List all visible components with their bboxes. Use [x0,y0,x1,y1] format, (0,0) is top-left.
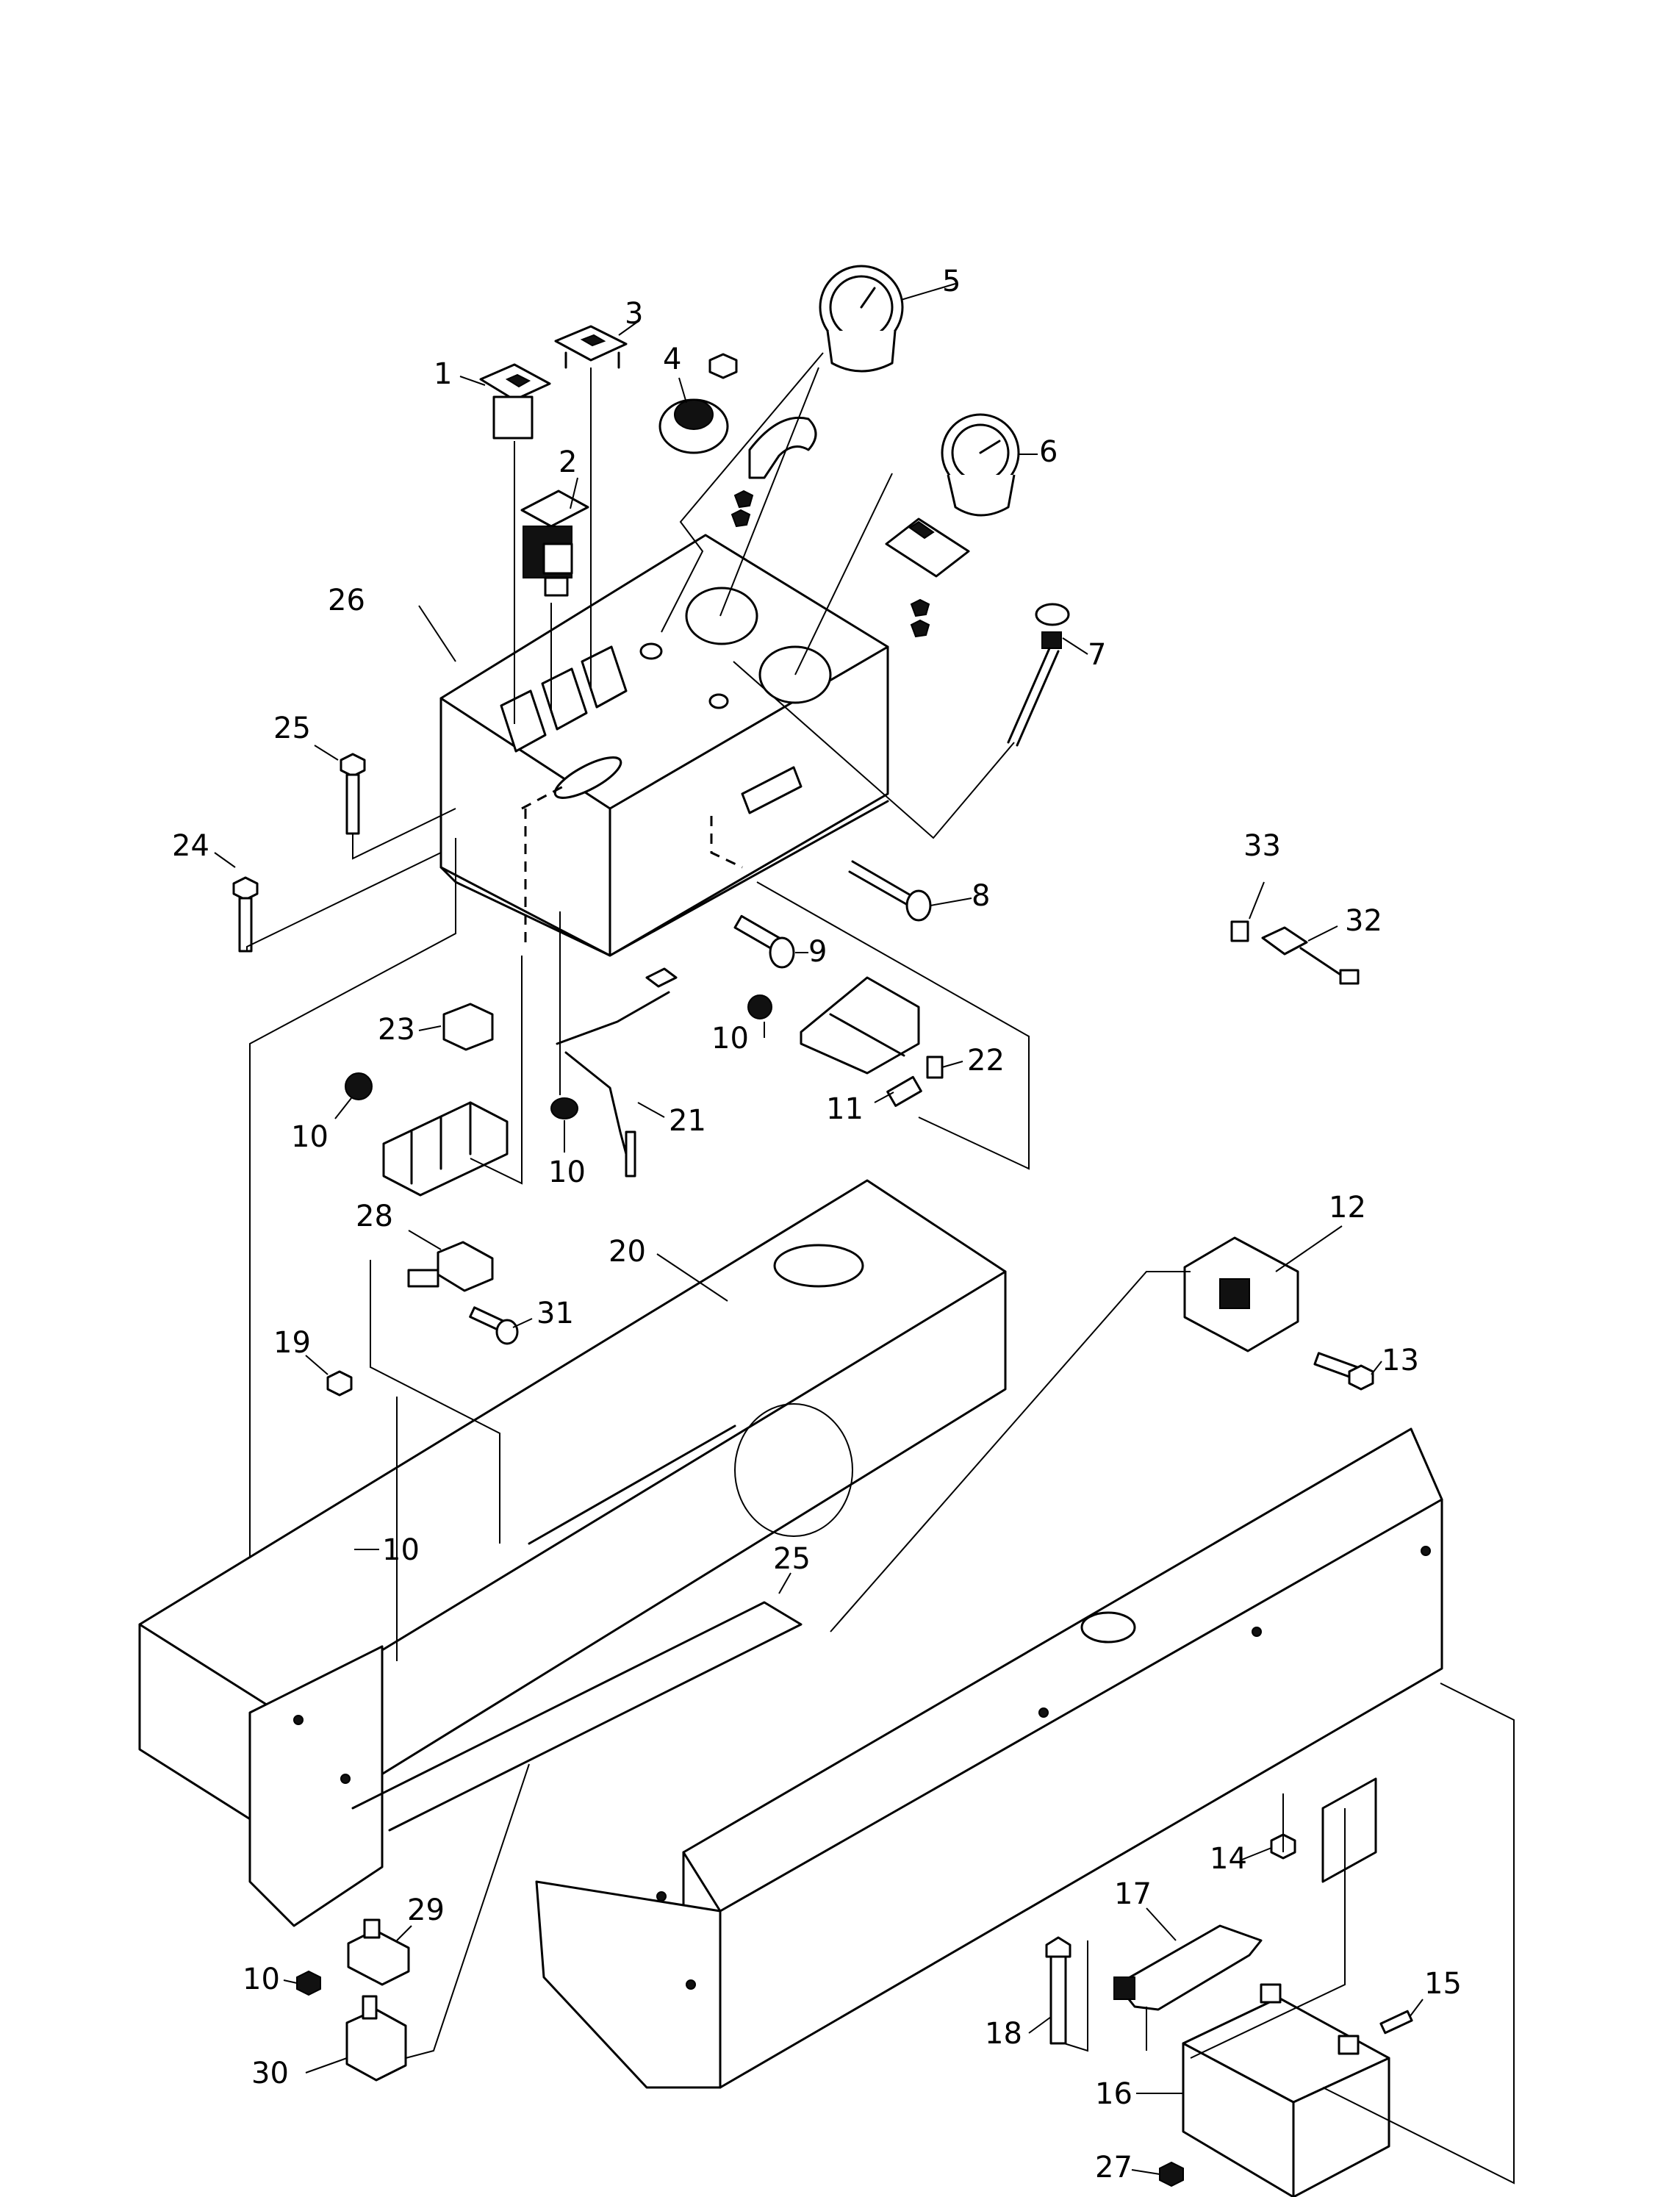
screw-8 [848,860,932,922]
connector-11 [886,1075,922,1107]
screw-31 [469,1306,519,1345]
wire-harness-32 [1261,926,1360,985]
gauge-5 [819,265,904,373]
gauge-6 [885,413,1020,638]
callout-11: 11 [826,1092,864,1126]
nut-10-left [345,1072,373,1100]
callout-10-e: 10 [243,1963,280,1996]
callout-leaders [214,283,1424,2175]
bolt-18 [1045,1936,1071,2045]
callout-33: 33 [1243,829,1281,863]
callout-27: 27 [1095,2151,1132,2185]
callout-6: 6 [1039,435,1058,469]
callout-21: 21 [669,1104,706,1138]
callout-32: 32 [1345,904,1382,938]
callout-19: 19 [273,1326,311,1360]
callout-30: 30 [251,2057,289,2090]
bolt-24 [232,876,259,953]
callout-2: 2 [559,445,577,479]
battery-16 [1182,1983,1390,2197]
nut-10-center [550,1097,578,1119]
callout-23: 23 [378,1013,415,1047]
callout-8: 8 [972,879,990,913]
callout-31: 31 [536,1297,574,1330]
starter-relay-23 [442,1003,494,1051]
callout-7: 7 [1088,638,1106,672]
callout-10-d: 10 [382,1533,420,1567]
callout-10-b: 10 [291,1120,329,1154]
callout-4: 4 [663,343,681,376]
choke-cable-7 [1007,603,1070,747]
callout-labels: 1 2 3 4 5 6 7 8 9 10 10 10 10 10 11 12 1… [172,265,1462,2185]
frame-chassis [138,1179,1443,2089]
callout-3: 3 [625,297,643,331]
switch-29 [347,1918,410,1986]
ignition-module [800,976,920,1075]
rocker-switch-3 [554,325,628,369]
callout-18: 18 [985,2017,1022,2051]
assembly-lines [246,352,1515,2185]
ignition-switch-4 [658,353,817,528]
bracket-17 [1113,1924,1263,2011]
callout-12: 12 [1329,1191,1366,1225]
solenoid-12 [1183,1236,1299,1352]
callout-16: 16 [1095,2077,1132,2111]
callout-13: 13 [1382,1344,1419,1377]
console-cover [439,534,889,957]
nut-27 [1159,2161,1184,2187]
switch-30 [345,1995,407,2082]
throttle-lever-21 [556,967,678,1178]
callout-10-a: 10 [711,1022,749,1056]
callout-10-c: 10 [548,1155,586,1189]
callout-29: 29 [407,1893,445,1927]
callout-1: 1 [434,357,452,391]
nut-10-lower [296,1970,321,1996]
callout-14: 14 [1210,1842,1247,1876]
nut-10-right [747,994,772,1019]
bolt-9 [733,914,795,969]
callout-15: 15 [1424,1967,1462,2001]
rocker-switch-2 [520,490,589,597]
bolt-15 [1379,2010,1413,2035]
bolt-25-upper [340,753,366,835]
callout-9: 9 [808,935,827,969]
callout-5: 5 [942,265,961,298]
callout-22: 22 [967,1044,1005,1078]
nut-19 [326,1370,353,1397]
callout-25-b: 25 [773,1542,811,1576]
callout-17: 17 [1114,1877,1152,1911]
switch-28 [407,1241,494,1292]
clip-22 [926,1056,944,1079]
terminal-33 [1230,920,1249,942]
fuse-block [382,1101,509,1197]
callout-20: 20 [609,1235,646,1269]
rocker-switch-1 [479,363,551,440]
bolt-13 [1313,1352,1374,1391]
callout-25-a: 25 [273,712,311,745]
callout-26: 26 [328,584,365,617]
callout-24: 24 [172,829,209,863]
callout-28: 28 [356,1200,393,1233]
